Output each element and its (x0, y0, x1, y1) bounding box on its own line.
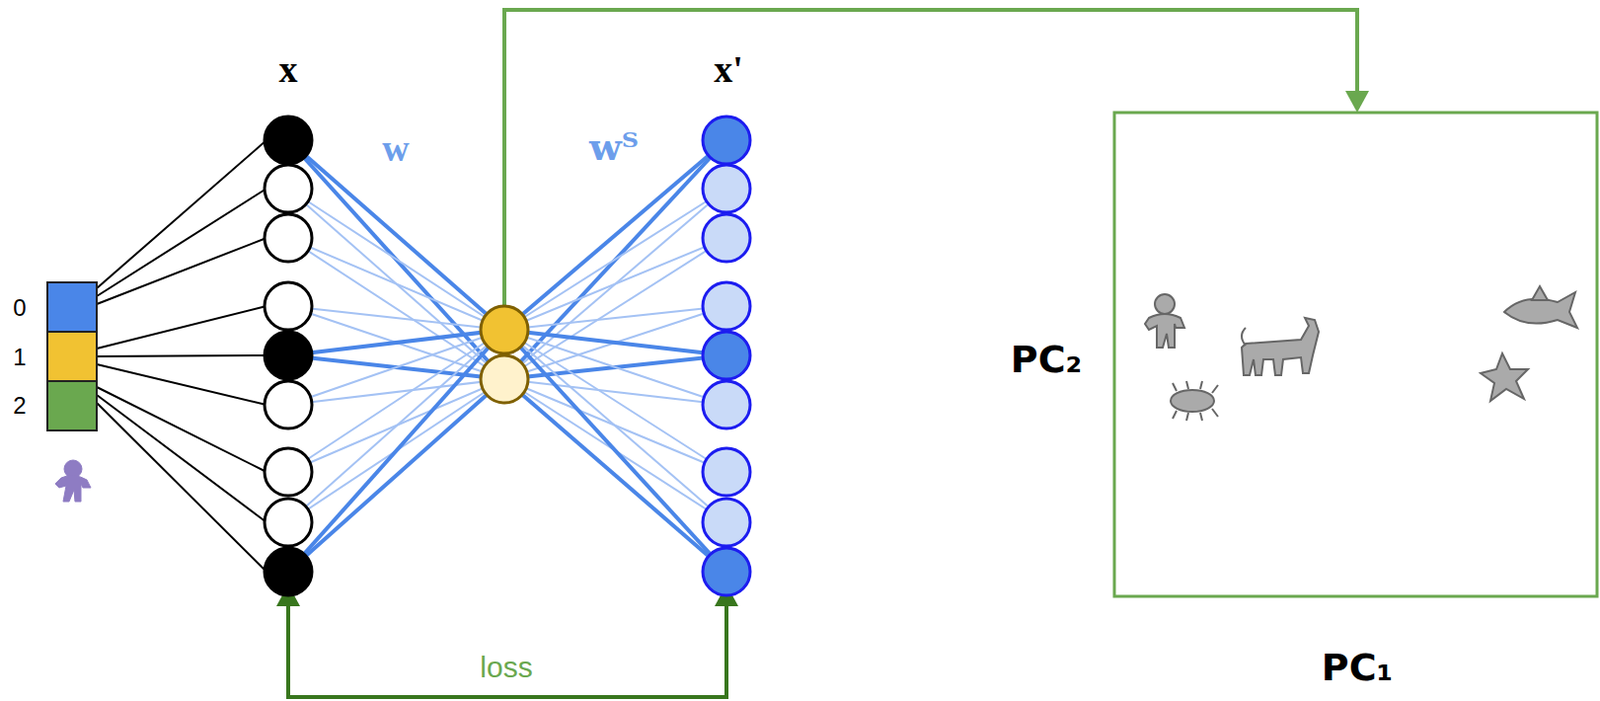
loss-line (288, 600, 727, 697)
output-neuron (702, 547, 751, 596)
output-neuron (702, 214, 751, 262)
cat-sketch (1241, 317, 1319, 376)
input-neuron (264, 331, 312, 380)
output-neuron (702, 448, 751, 496)
loss-label: loss (479, 650, 533, 685)
input-neuron (264, 282, 312, 330)
input-line (96, 140, 267, 289)
encoder-weight (288, 329, 505, 572)
neuron-circles (264, 116, 751, 596)
person-icon (55, 459, 91, 502)
input-line (96, 394, 267, 523)
vector-label: x' (713, 47, 744, 91)
input-neuron (264, 448, 312, 496)
axis-label: PC₂ (1010, 337, 1082, 381)
plot-frame (1114, 112, 1598, 597)
input-line (96, 188, 267, 297)
input-line (96, 402, 267, 572)
weight-label: w (381, 126, 409, 170)
vector-cell (47, 331, 97, 381)
input-neuron (264, 116, 312, 164)
input-neuron (264, 214, 312, 262)
arrowhead (1345, 90, 1370, 113)
fish-sketch (1504, 286, 1578, 328)
decoder-weight (504, 329, 727, 523)
encoder-weight (288, 329, 505, 523)
index-number: 0 (12, 294, 26, 322)
decoder-weight (504, 379, 727, 572)
input-line (96, 305, 267, 349)
decoder-weight (504, 140, 727, 330)
input-line (96, 355, 267, 357)
decoder-weight (504, 140, 727, 380)
input-neuron (264, 498, 312, 546)
output-neuron (702, 380, 751, 429)
person-sketch (1144, 294, 1185, 348)
vector-cell (47, 380, 97, 431)
weight-label: wᵀ (589, 124, 639, 169)
output-neuron (702, 116, 751, 164)
animal-icons (1144, 286, 1578, 421)
encoder-weight (288, 379, 505, 572)
input-neuron (264, 547, 312, 596)
input-line (96, 237, 267, 305)
vector-label: x (279, 47, 299, 91)
axis-label: PC₁ (1321, 645, 1393, 689)
index-number: 2 (12, 391, 26, 420)
weight-lines (96, 140, 727, 572)
output-neuron (702, 282, 751, 330)
hidden-neuron (480, 305, 529, 354)
hidden-neuron (480, 355, 529, 403)
input-neuron (264, 164, 312, 213)
index-number: 1 (12, 343, 26, 372)
decoder-weight (504, 329, 727, 572)
input-neuron (264, 380, 312, 429)
projection-arrow (504, 9, 1358, 305)
encoder-weight (288, 140, 505, 380)
output-neuron (702, 164, 751, 213)
output-neuron (702, 498, 751, 546)
output-neuron (702, 331, 751, 380)
starfish-sketch (1480, 353, 1528, 401)
bug-sketch (1170, 380, 1219, 421)
vector-cell (47, 282, 97, 332)
